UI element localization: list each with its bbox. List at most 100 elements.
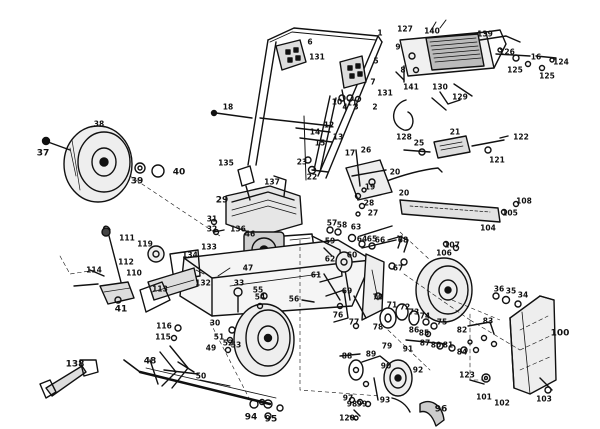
callout-26: 26 — [360, 145, 372, 155]
callout-48: 48 — [143, 356, 157, 367]
callout-127: 127 — [397, 24, 413, 34]
callout-1: 1 — [377, 28, 383, 38]
callout-34: 34 — [517, 290, 529, 300]
callout-9: 9 — [395, 42, 401, 52]
callout-110: 110 — [126, 268, 142, 278]
callout-103: 103 — [536, 394, 552, 404]
callout-116: 116 — [156, 321, 172, 331]
callout-29: 29 — [215, 195, 229, 206]
callout-66: 66 — [374, 235, 386, 245]
callout-107: 107 — [444, 240, 460, 250]
callout-94: 94 — [244, 412, 258, 423]
callout-78: 78 — [372, 322, 384, 332]
callout-63: 63 — [350, 222, 362, 232]
callout-51: 51 — [213, 332, 225, 342]
callout-61: 61 — [310, 270, 322, 280]
wheel-front-left — [233, 303, 295, 377]
callout-98: 98 — [346, 399, 358, 409]
callout-54: 54 — [254, 292, 266, 302]
callout-76: 76 — [332, 310, 344, 320]
callout-8: 8 — [400, 65, 406, 75]
callout-14: 14 — [309, 127, 321, 137]
callout-93: 93 — [379, 395, 391, 405]
callout-113: 113 — [152, 284, 168, 294]
callout-15: 15 — [314, 138, 326, 148]
callout-99: 99 — [356, 399, 368, 409]
callout-134: 134 — [182, 250, 198, 260]
callout-73: 73 — [408, 307, 420, 317]
callout-4: 4 — [342, 102, 348, 112]
callout-119: 119 — [137, 239, 153, 249]
callout-72: 72 — [399, 302, 411, 312]
callout-18: 18 — [222, 102, 234, 112]
callout-132: 132 — [195, 278, 211, 288]
callout-120: 120 — [339, 413, 355, 423]
callout-101: 101 — [476, 392, 492, 402]
callout-95: 95 — [264, 414, 278, 425]
callout-32: 32 — [206, 224, 218, 234]
callout-112: 112 — [118, 257, 134, 267]
handle-assembly — [247, 27, 383, 181]
callout-50: 50 — [195, 371, 207, 381]
callout-56: 56 — [288, 294, 300, 304]
callout-49: 49 — [205, 343, 217, 353]
callout-71: 71 — [386, 300, 398, 310]
callout-10: 10 — [331, 97, 343, 107]
callout-80: 80 — [430, 340, 442, 350]
callout-25: 25 — [413, 138, 425, 148]
callout-59: 59 — [324, 236, 336, 246]
callout-31: 31 — [206, 214, 218, 224]
callout-129: 129 — [452, 92, 468, 102]
callout-141: 141 — [403, 82, 419, 92]
callout-3: 3 — [353, 102, 359, 112]
callout-125a: 125 — [507, 65, 523, 75]
mower-deck — [179, 239, 373, 317]
callout-90: 90 — [380, 361, 392, 371]
callout-60: 60 — [346, 250, 358, 260]
callout-111: 111 — [119, 233, 135, 243]
callout-122: 122 — [513, 132, 529, 142]
callout-100: 100 — [550, 328, 570, 339]
callout-75: 75 — [436, 317, 448, 327]
callout-125b: 125 — [539, 71, 555, 81]
callout-69: 69 — [341, 286, 353, 296]
callout-28: 28 — [363, 198, 375, 208]
callout-131b: 131 — [377, 88, 393, 98]
callout-79: 79 — [381, 341, 393, 351]
callout-123: 123 — [459, 370, 475, 380]
bolt-18 — [215, 112, 253, 119]
callout-36: 36 — [493, 284, 505, 294]
callout-137: 137 — [264, 177, 280, 187]
callout-30: 30 — [209, 318, 221, 328]
bolt-37 — [41, 136, 51, 146]
rotor-shaft — [123, 345, 277, 406]
cap-40 — [151, 164, 165, 178]
callout-86: 86 — [408, 325, 420, 335]
callout-74: 74 — [419, 311, 431, 321]
callout-81: 81 — [442, 340, 454, 350]
callout-102: 102 — [494, 398, 510, 408]
callout-70: 70 — [372, 292, 384, 302]
callout-2: 2 — [372, 102, 378, 112]
guard-plate — [399, 199, 501, 223]
callout-17: 17 — [344, 148, 356, 158]
callout-47: 47 — [242, 263, 254, 273]
callout-84: 84 — [456, 347, 468, 357]
top-right-cover — [395, 29, 507, 83]
callout-136: 136 — [230, 224, 246, 234]
tool-138 — [39, 359, 99, 399]
callout-97: 97 — [342, 393, 354, 403]
callout-20a: 20 — [389, 167, 401, 177]
callout-57: 57 — [326, 218, 338, 228]
callout-68: 68 — [397, 235, 409, 245]
switch-box-right — [339, 55, 367, 89]
callout-38: 38 — [93, 119, 105, 129]
callout-133: 133 — [201, 242, 217, 252]
callout-5: 5 — [373, 56, 379, 66]
callout-33: 33 — [233, 278, 245, 288]
callout-39: 39 — [130, 176, 144, 187]
callout-105: 105 — [502, 208, 518, 218]
callout-6: 6 — [307, 37, 313, 47]
callout-53: 53 — [230, 340, 242, 350]
